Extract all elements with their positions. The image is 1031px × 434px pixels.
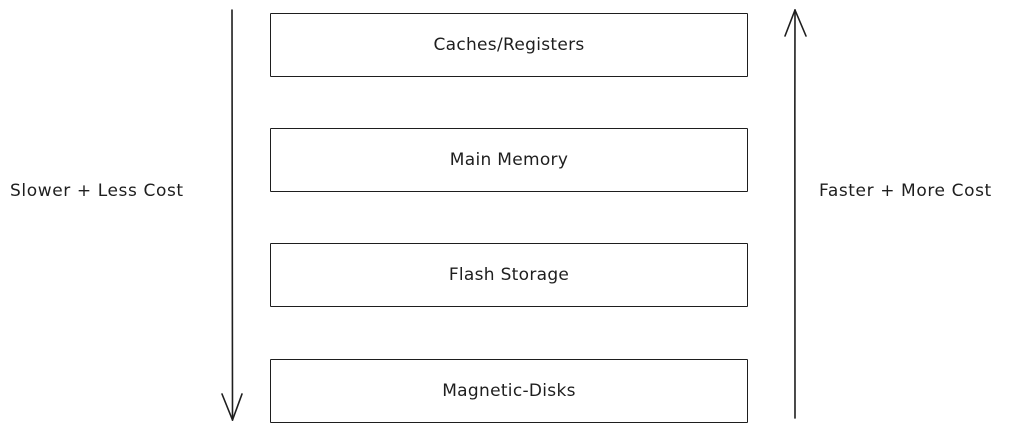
layer-box-main-memory: Main Memory	[270, 128, 748, 192]
layer-label: Magnetic-Disks	[442, 381, 576, 401]
faster-more-cost-label: Faster + More Cost	[819, 181, 992, 201]
layer-box-magnetic-disks: Magnetic-Disks	[270, 359, 748, 423]
down-arrow-icon	[221, 9, 243, 421]
layer-label: Caches/Registers	[433, 35, 585, 55]
up-arrow-icon	[784, 9, 807, 419]
slower-less-cost-label: Slower + Less Cost	[10, 181, 184, 201]
layer-label: Flash Storage	[448, 265, 570, 285]
layer-label: Main Memory	[449, 150, 569, 170]
layer-box-flash-storage: Flash Storage	[270, 243, 748, 307]
layer-box-caches-registers: Caches/Registers	[270, 13, 748, 77]
